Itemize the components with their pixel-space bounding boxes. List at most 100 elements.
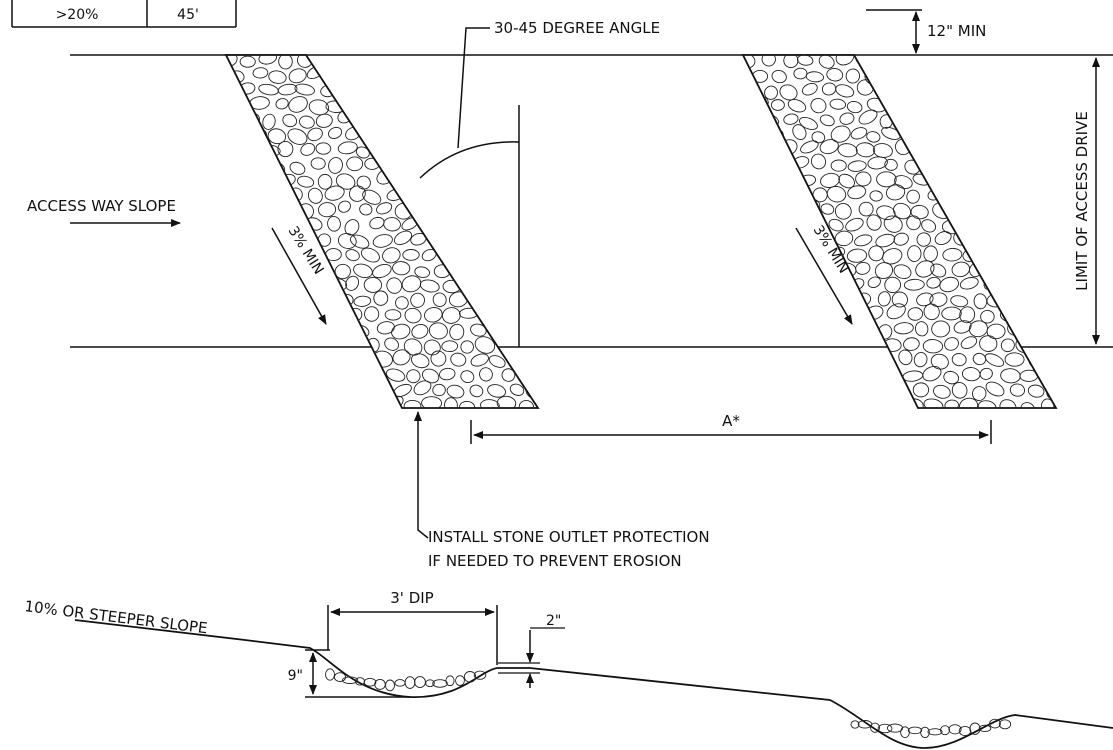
stone: [922, 97, 941, 115]
stone: [819, 114, 835, 127]
stone: [535, 186, 538, 202]
stone: [968, 232, 984, 247]
stone: [537, 158, 538, 174]
stone: [867, 156, 888, 170]
stone: [752, 396, 767, 408]
stone: [382, 247, 401, 264]
stone: [355, 355, 370, 371]
stone: [206, 236, 223, 247]
stone: [709, 130, 730, 144]
stone: [753, 279, 774, 292]
stone: [1059, 396, 1074, 411]
stone: [1026, 291, 1046, 308]
stone: [468, 113, 482, 127]
stone: [196, 188, 212, 205]
stone: [421, 396, 443, 408]
stone: [1058, 97, 1073, 112]
stone: [832, 324, 851, 339]
clearance-label: 12" MIN: [927, 22, 986, 40]
stone: [537, 401, 538, 408]
stone: [544, 385, 558, 398]
stone: [384, 309, 402, 321]
table-slope-cell: >20%: [56, 7, 99, 23]
stone: [907, 245, 922, 262]
stone: [985, 381, 1005, 397]
stone: [403, 399, 422, 408]
stone: [752, 247, 770, 259]
stone: [940, 127, 958, 144]
stone: [876, 55, 894, 67]
stone: [797, 353, 813, 367]
stone: [760, 232, 781, 250]
stone: [226, 96, 230, 110]
stone: [837, 349, 854, 365]
stone: [389, 55, 409, 70]
stone: [479, 219, 500, 235]
stone: [425, 679, 435, 688]
stone: [711, 275, 729, 292]
stone: [717, 338, 734, 350]
stone: [752, 158, 769, 174]
stone: [952, 202, 969, 219]
stone: [544, 231, 559, 247]
stone: [252, 67, 269, 79]
stone: [344, 219, 360, 236]
stone: [338, 200, 351, 213]
stone: [402, 67, 422, 84]
stone: [829, 397, 846, 408]
stone: [886, 303, 906, 320]
stone: [922, 157, 939, 171]
stone: [714, 67, 735, 85]
stone: [846, 248, 868, 263]
stone: [1051, 109, 1056, 126]
stone: [384, 128, 402, 140]
stone: [743, 247, 749, 264]
stone: [449, 203, 468, 220]
stone: [422, 96, 437, 109]
stone: [769, 338, 790, 354]
stone: [761, 295, 778, 308]
stone: [478, 99, 495, 113]
stone: [343, 98, 359, 112]
stone: [346, 365, 364, 380]
stone: [912, 382, 930, 398]
stone: [459, 188, 474, 205]
stone: [444, 158, 458, 174]
slope-direction: ACCESS WAY SLOPE: [27, 197, 181, 227]
stone: [292, 398, 306, 408]
stone: [1056, 218, 1075, 236]
stone: [346, 156, 364, 172]
profile-stones-left: [325, 668, 487, 692]
stone: [419, 279, 440, 293]
stone: [944, 337, 959, 351]
stone: [1020, 402, 1035, 408]
stone: [383, 97, 399, 109]
stone: [772, 156, 790, 173]
stone: [498, 129, 517, 147]
stone: [813, 398, 828, 408]
stone: [205, 354, 226, 368]
stone: [907, 726, 923, 735]
stone: [296, 320, 316, 337]
stone: [519, 215, 538, 233]
stone: [242, 320, 263, 334]
stone: [267, 128, 287, 145]
stone: [226, 309, 230, 321]
stone: [743, 112, 760, 129]
stone: [489, 288, 507, 306]
stone: [848, 309, 866, 325]
stone: [1017, 277, 1038, 289]
stone: [960, 336, 978, 350]
stone: [998, 218, 1017, 231]
stone: [191, 219, 210, 236]
stone: [999, 99, 1018, 116]
stone: [770, 306, 785, 322]
stone: [302, 353, 316, 366]
stone: [792, 309, 810, 323]
stone: [835, 55, 855, 66]
stone: [749, 370, 769, 384]
stone: [273, 365, 291, 380]
stone: [916, 232, 932, 247]
stone: [424, 307, 443, 323]
stone: [431, 201, 448, 218]
